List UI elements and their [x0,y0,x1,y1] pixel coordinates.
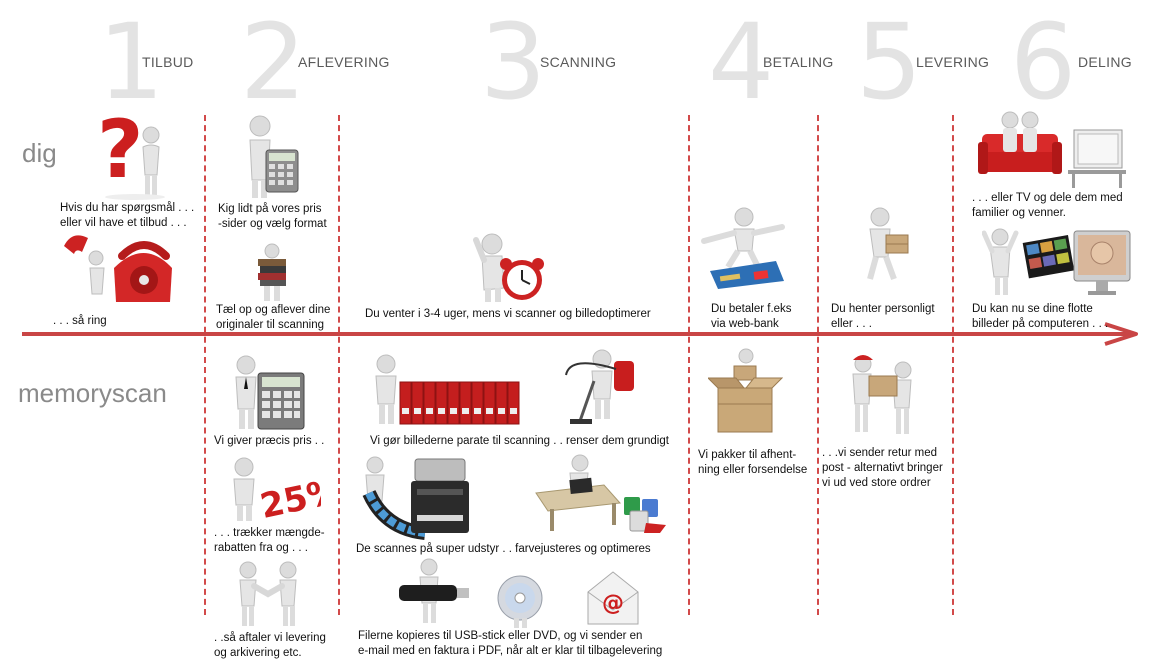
email-envelope-icon: @ [587,571,639,625]
question-mark-figure-icon: ? [97,105,165,200]
sofa-tv-figures-icon [978,111,1126,188]
books-stack-figure-icon [258,243,286,301]
svg-text:?: ? [97,105,143,196]
usb-stick-figure-icon [399,558,469,623]
caption-ms-pack: Vi pakker til afhent-ning eller forsende… [698,449,808,476]
step-4-label: BETALING [763,54,834,70]
desk-paint-buckets-icon [535,454,666,533]
step-3-label: SCANNING [540,54,617,70]
credit-card-surfer-icon [701,207,785,289]
caption-ms-scan: De scannes på super udstyr . . farvejust… [356,543,651,555]
step-2-number: 2 [240,1,307,123]
caption-ms-discount: . . . trækker mængde-rabatten fra og . .… [214,527,325,554]
vacuum-cleaner-figure-icon [565,349,634,424]
step-2-label: AFLEVERING [298,54,390,70]
caption-step3-wait: Du venter i 3-4 uger, mens vi scanner og… [365,308,651,320]
caption-step1-ring: . . . så ring [53,315,107,327]
packing-box-figure-icon [708,348,783,433]
caption-ms-files: Filerne kopieres til USB-stick eller DVD… [358,630,663,657]
step-1-label: TILBUD [142,54,194,70]
alarm-clock-figure-icon [473,233,544,302]
divider-4 [817,115,819,615]
step-1-number: 1 [98,1,165,123]
step-6-label: DELING [1078,54,1132,70]
delivery-figures-box-icon [852,355,912,434]
film-scanner-icon [362,456,469,540]
row-label-memoryscan: memoryscan [18,378,167,408]
divider-2 [338,115,340,615]
step-5-label: LEVERING [916,54,990,70]
caption-step2-prices: Kig lidt på vores pris-sider og vælg for… [218,203,327,230]
step-3-number: 3 [480,1,547,123]
divider-1 [204,115,206,615]
svg-text:25%: 25% [257,471,321,523]
timeline-arrow [22,322,1138,346]
red-binders-figure-icon [375,354,520,425]
step-6-number: 6 [1010,1,1077,123]
package-carrier-figure-icon [867,207,909,281]
divider-3 [688,115,690,615]
businessman-calculator-icon [235,355,305,430]
step-5-number: 5 [856,1,923,123]
caption-step1-question: Hvis du har spørgsmål . . .eller vil hav… [60,202,195,229]
handshake-figures-icon [239,561,297,626]
caption-ms-prepare: Vi gør billederne parate til scanning . … [370,435,669,447]
divider-5 [952,115,954,615]
red-telephone-icon [64,235,172,302]
svg-text:@: @ [602,591,624,616]
dvd-disc-icon [497,575,543,628]
caption-ms-price: Vi giver præcis pris . . [214,435,325,447]
calculator-figure-icon [249,115,299,198]
discount-25-percent-icon: 25% [233,457,321,523]
row-label-dig: dig [22,138,57,168]
computer-photos-figure-icon [982,228,1131,295]
step-4-number: 4 [708,1,775,123]
